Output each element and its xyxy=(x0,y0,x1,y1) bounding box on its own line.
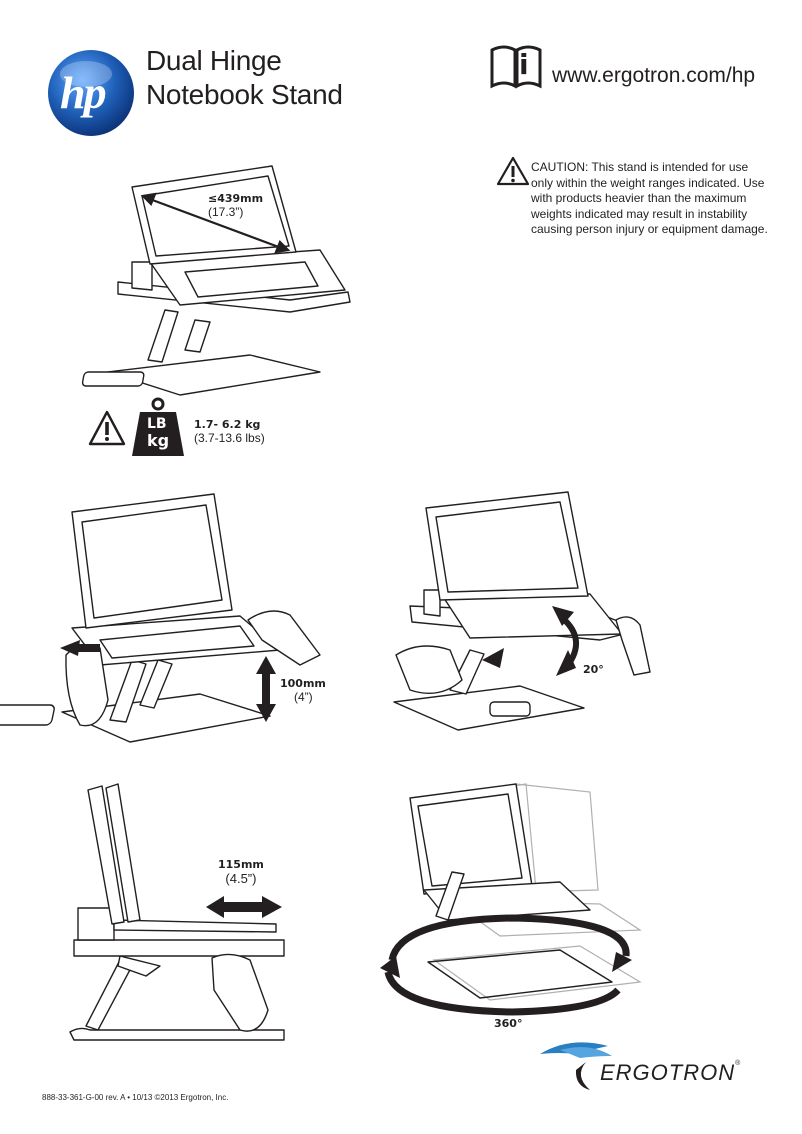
weight-badge-kg: kg xyxy=(147,431,170,450)
weight-warning-icon xyxy=(88,410,126,446)
manual-info-icon: i xyxy=(488,42,544,90)
screen-size-mm: ≤439mm xyxy=(208,192,264,205)
tilt-angle-label: 20° xyxy=(583,663,604,676)
height-mm: 100mm xyxy=(280,677,326,690)
screen-size-label: ≤439mm (17.3”) xyxy=(208,192,264,219)
height-inches: (4”) xyxy=(294,690,313,704)
hp-logo-text: hp xyxy=(60,67,107,118)
depth-inches: (4.5”) xyxy=(225,871,257,886)
rotation-angle-label: 360° xyxy=(494,1017,523,1030)
depth-mm: 115mm xyxy=(218,858,264,871)
weight-lbs: (3.7-13.6 lbs) xyxy=(194,431,265,445)
ergotron-logo-icon xyxy=(540,1042,612,1090)
weight-badge-lb: LB xyxy=(147,416,167,432)
website-link[interactable]: www.ergotron.com/hp xyxy=(552,64,756,87)
footer-text: 888-33-361-G-00 rev. A • 10/13 ©2013 Erg… xyxy=(42,1093,229,1102)
height-arrows xyxy=(60,640,276,722)
depth-adjust-illustration xyxy=(69,783,285,1041)
caution-icon xyxy=(496,156,530,186)
caution-text: CAUTION: This stand is intended for use … xyxy=(531,160,768,236)
ergotron-wordmark: ERGOTRON xyxy=(600,1060,736,1085)
weight-kg: 1.7- 6.2 kg xyxy=(194,418,261,431)
height-adjust-label: 100mm (4”) xyxy=(280,677,326,704)
weight-range: 1.7- 6.2 kg (3.7-13.6 lbs) xyxy=(194,418,265,445)
rotation-arrow xyxy=(384,914,630,1016)
info-letter: i xyxy=(519,48,529,81)
title-line-2: Notebook Stand xyxy=(146,79,343,110)
registered-mark: ® xyxy=(735,1060,741,1067)
title-line-1: Dual Hinge xyxy=(146,45,282,76)
rotation-illustration xyxy=(409,783,613,999)
tilt-illustration xyxy=(393,491,651,731)
height-adjust-illustration xyxy=(0,493,321,743)
weight-badge-icon: LB kg xyxy=(130,396,186,458)
ergotron-logo: ERGOTRON® xyxy=(600,1060,740,1086)
depth-arrows xyxy=(206,896,282,918)
screen-diagonal-arrow xyxy=(140,192,291,254)
depth-adjust-label: 115mm (4.5”) xyxy=(218,858,264,886)
screen-size-inches: (17.3”) xyxy=(208,205,244,219)
hp-logo-icon xyxy=(48,50,134,136)
hp-logo: hp xyxy=(46,48,136,138)
document-title: Dual Hinge Notebook Stand xyxy=(146,44,343,112)
